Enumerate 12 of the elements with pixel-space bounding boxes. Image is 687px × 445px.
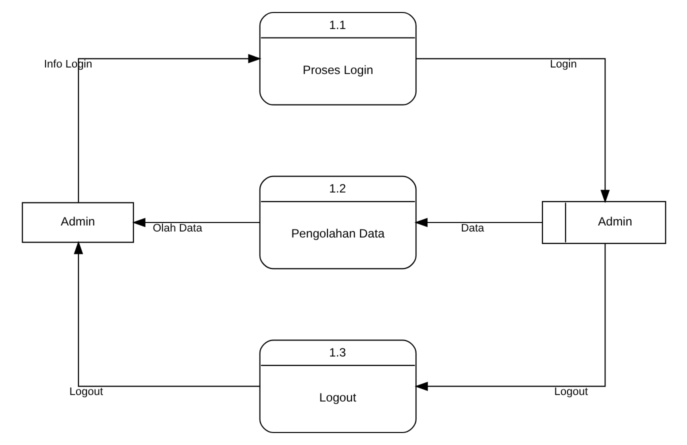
edge-label: Login — [549, 58, 576, 70]
edge-label: Logout — [68, 386, 103, 398]
node-box: Admin — [21, 202, 134, 243]
arrow — [414, 218, 542, 228]
edge-label: Logout — [554, 386, 588, 398]
arrow — [132, 218, 260, 228]
edge-label: Data — [460, 222, 484, 234]
arrow — [416, 58, 610, 204]
arrow — [77, 54, 261, 202]
arrow — [414, 244, 606, 391]
edge-label: Olah Data — [152, 222, 202, 234]
arrow — [73, 240, 260, 387]
